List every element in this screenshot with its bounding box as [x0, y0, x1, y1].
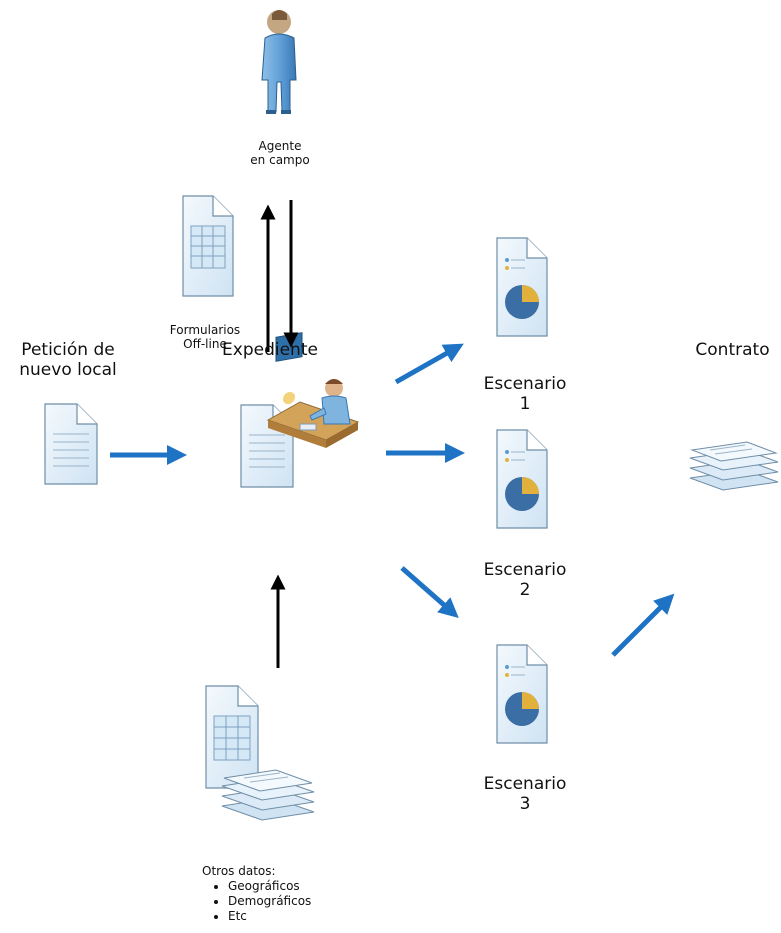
otros-datos-list: Otros datos: Geográficos Demográficos Et…: [200, 864, 311, 924]
pie-chart-doc-icon: [496, 644, 548, 744]
escenario1-line1: Escenario: [483, 374, 567, 394]
escenario3-line2: 3: [519, 794, 531, 815]
peticion-line2: nuevo local: [19, 360, 117, 381]
document-stack-icon: [221, 769, 315, 821]
formularios-label: Formularios Off-line: [150, 323, 260, 352]
spreadsheet-doc-icon: [182, 195, 234, 297]
escenario1-label: Escenario 1: [470, 374, 580, 415]
document-icon: [44, 403, 98, 485]
agente-line1: Agente: [258, 139, 302, 153]
escenario3-label: Escenario 3: [470, 774, 580, 815]
arrow-escenario3-to-contrato: [611, 593, 675, 657]
contrato-label: Contrato: [695, 340, 770, 360]
person-icon: [261, 10, 297, 114]
worker-at-desk-icon: [266, 332, 360, 448]
agente-line2: en campo: [250, 153, 310, 168]
escenario2-line2: 2: [519, 580, 531, 601]
otros-datos-title: Otros datos:: [202, 864, 276, 878]
pie-chart-doc-icon: [496, 429, 548, 529]
agente-label: Agente en campo: [230, 139, 330, 168]
escenario3-line1: Escenario: [483, 774, 567, 794]
spreadsheet-doc-icon: [205, 685, 259, 789]
peticion-label: Petición de nuevo local: [8, 340, 128, 381]
escenario2-label: Escenario 2: [470, 560, 580, 601]
peticion-line1: Petición de: [21, 340, 115, 360]
document-stack-icon: [689, 441, 779, 491]
escenario2-line1: Escenario: [483, 560, 567, 580]
arrow-expediente-to-escenario3: [400, 566, 459, 618]
formularios-line2: Off-line: [183, 337, 227, 352]
otros-item-etc: Etc: [228, 909, 311, 924]
escenario1-line2: 1: [519, 394, 531, 415]
formularios-line1: Formularios: [169, 323, 241, 337]
otros-item-demograficos: Demográficos: [228, 894, 311, 909]
otros-item-geograficos: Geográficos: [228, 879, 311, 894]
arrow-expediente-to-escenario1: [394, 343, 464, 385]
pie-chart-doc-icon: [496, 237, 548, 337]
expediente-label: Expediente: [222, 340, 318, 360]
